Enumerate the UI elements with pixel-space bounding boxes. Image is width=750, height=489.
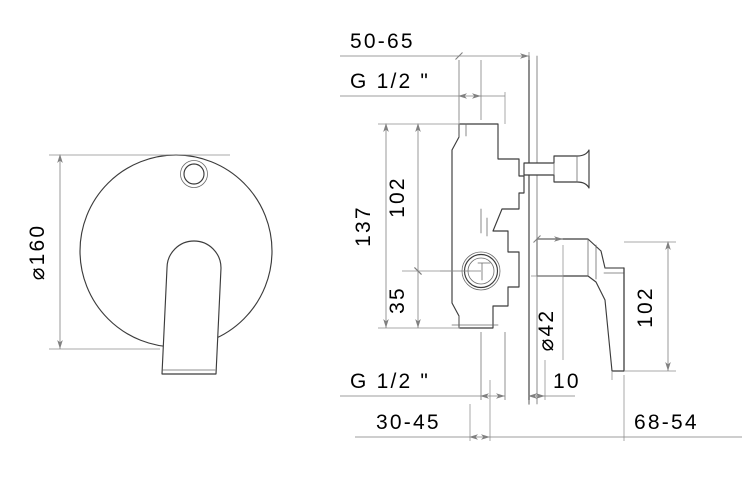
top-dimensions-group: 50-65 G 1/2 " [340,30,529,99]
dim-label-knob-diameter: ⌀42 [535,309,558,352]
lever-handle-front [161,240,222,375]
side-section-view [440,55,625,405]
dim-label-projection-range: 68-54 [634,411,699,434]
dim-label-inlet-thread-bottom: G 1/2 " [350,370,430,393]
dim-label-rough-in-top: 50-65 [350,30,415,53]
dim-label-overall-height: 137 [352,205,375,247]
dim-label-inlet-thread-top: G 1/2 " [350,70,430,93]
dim-label-upper-height: 102 [386,176,409,218]
cartridge-port-hatch [477,262,491,281]
front-elevation-view: ⌀160 [26,154,273,375]
dimension-knob-diameter: ⌀42 [531,235,564,360]
dim-label-rough-in-bottom: 30-45 [376,411,441,434]
dim-label-lower-height: 35 [386,286,409,314]
diverter-button-inner-ring [183,163,205,185]
diverter-button-outer-ring [180,160,208,188]
dim-label-handle-projection: 102 [634,286,657,328]
dimension-plate-diameter: ⌀160 [26,154,230,350]
vertical-dimensions-group: 137 102 35 [352,123,470,329]
top-witness-lines [458,52,530,124]
bottom-dimensions-group: G 1/2 " 10 30-45 68-54 [340,332,742,441]
dim-label-plate-diameter: ⌀160 [26,224,49,280]
lever-handle-side [536,238,625,372]
dim-label-plate-thickness: 10 [553,370,581,393]
dimension-handle-projection: 102 [624,241,676,372]
